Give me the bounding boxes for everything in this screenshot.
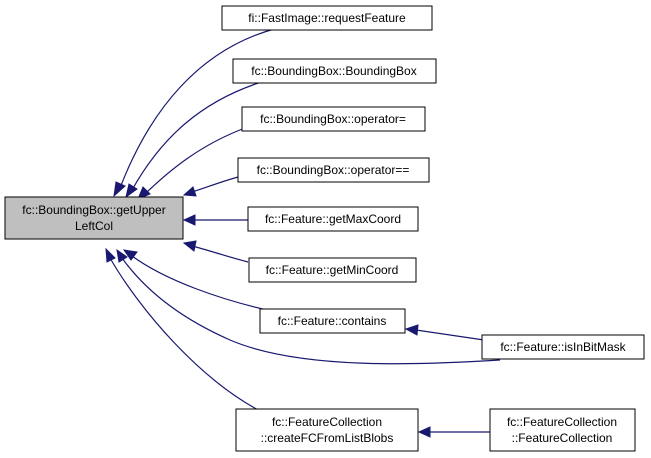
node-operator-assign-label: fc::BoundingBox::operator= (260, 112, 406, 126)
node-root-line-1: fc::BoundingBox::getUpper (22, 203, 165, 217)
edge-bitmask-contains-arrow (404, 324, 419, 336)
edge-op-eq-arrow (182, 186, 197, 197)
edge-fcctor-createfc-arrow (417, 426, 431, 438)
edge-min-coord-arrow (182, 240, 197, 252)
node-is-in-bit-mask[interactable]: fc::Feature::isInBitMask (481, 334, 645, 360)
edge-contains (131, 255, 277, 313)
edge-bitmask-root-arrow (116, 248, 128, 263)
node-create-fc[interactable]: fc::FeatureCollection ::createFCFromList… (235, 408, 419, 452)
edge-bbox-ctor-arrow (125, 183, 138, 199)
node-bounding-box-ctor[interactable]: fc::BoundingBox::BoundingBox (232, 58, 437, 84)
node-contains[interactable]: fc::Feature::contains (259, 308, 406, 334)
node-fc-ctor[interactable]: fc::FeatureCollection ::FeatureCollectio… (489, 408, 636, 452)
node-get-max-coord-label: fc::Feature::getMaxCoord (265, 212, 401, 226)
node-root-line-2: LeftCol (75, 219, 113, 233)
node-create-fc-line-1: fc::FeatureCollection (272, 415, 382, 429)
edge-create-fc-arrow (105, 247, 116, 263)
nodes: fc::BoundingBox::getUpper LeftCol fi::Fa… (4, 5, 645, 452)
node-bounding-box-ctor-label: fc::BoundingBox::BoundingBox (251, 64, 416, 78)
edge-max-coord-arrow (182, 214, 196, 226)
edge-request-feature (119, 27, 279, 189)
node-request-feature[interactable]: fi::FastImage::requestFeature (221, 5, 433, 31)
node-root[interactable]: fc::BoundingBox::getUpper LeftCol (4, 196, 184, 240)
node-operator-assign[interactable]: fc::BoundingBox::operator= (241, 106, 426, 132)
node-fc-ctor-line-1: fc::FeatureCollection (507, 415, 617, 429)
edge-bbox-ctor (131, 79, 269, 191)
edge-min-coord (191, 245, 249, 263)
node-request-feature-label: fi::FastImage::requestFeature (248, 11, 406, 25)
node-operator-eq[interactable]: fc::BoundingBox::operator== (237, 157, 430, 183)
edge-bitmask-contains (415, 329, 485, 341)
node-get-min-coord-label: fc::Feature::getMinCoord (266, 263, 399, 277)
edge-create-fc (109, 257, 263, 413)
node-contains-label: fc::Feature::contains (278, 314, 387, 328)
edge-op-assign (145, 127, 246, 194)
edge-contains-arrow (122, 249, 138, 261)
node-get-min-coord[interactable]: fc::Feature::getMinCoord (248, 257, 417, 283)
edges (105, 27, 501, 438)
node-get-max-coord[interactable]: fc::Feature::getMaxCoord (247, 206, 419, 232)
edge-op-eq (191, 176, 239, 193)
edge-bitmask-root (121, 257, 501, 365)
node-is-in-bit-mask-label: fc::Feature::isInBitMask (500, 340, 626, 354)
node-fc-ctor-line-2: ::FeatureCollection (512, 431, 613, 445)
edge-request-feature-arrow (113, 181, 126, 198)
node-create-fc-line-2: ::createFCFromListBlobs (261, 431, 394, 445)
node-operator-eq-label: fc::BoundingBox::operator== (257, 163, 410, 177)
